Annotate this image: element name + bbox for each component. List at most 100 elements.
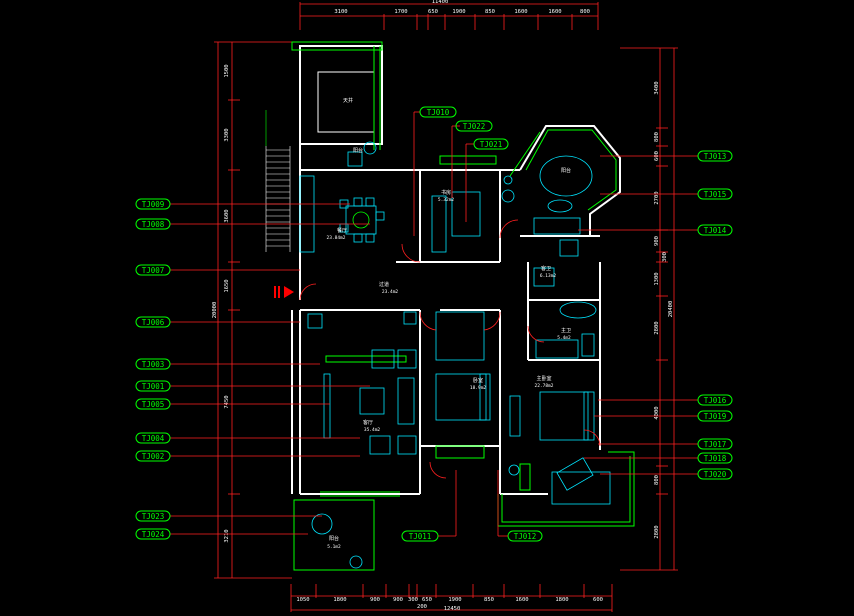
- bottom-dim-9: 1600: [515, 597, 528, 603]
- right-dim-7: 1300: [654, 272, 660, 285]
- tag-tj014: TJ014: [704, 226, 727, 235]
- room-area-hall: 23.4m2: [382, 289, 399, 295]
- bottom-dim-6: 650: [422, 597, 432, 603]
- right-dim-10: 800: [654, 475, 660, 485]
- leader-lines: [170, 111, 698, 536]
- room-name-bay: 阳台: [561, 167, 571, 174]
- tag-tj022: TJ022: [463, 122, 486, 131]
- bottom-dim-3: 900: [370, 597, 380, 603]
- tag-tj009: TJ009: [142, 200, 165, 209]
- top-dim-3: 650: [428, 9, 438, 15]
- right-dim-2: 800: [654, 132, 660, 142]
- bottom-overall-dim: 12450: [444, 606, 461, 612]
- top-dim-4: 1900: [452, 9, 465, 15]
- tag-tj019: TJ019: [704, 412, 727, 421]
- tag-tj010: TJ010: [427, 108, 450, 117]
- bottom-dimension-labels: 1050 1800 900 900 300 650 1900 850 1600 …: [296, 597, 603, 612]
- room-area-dining: 23.84m2: [327, 235, 346, 241]
- room-name-balcony-bottom: 阳台: [329, 535, 339, 542]
- bottom-dim-8: 850: [484, 597, 494, 603]
- room-name-dining: 餐厅: [337, 227, 347, 234]
- entry-arrow-icon: [274, 286, 294, 298]
- bottom-tag-bubbles: TJ011 TJ012: [401, 530, 543, 542]
- left-dim-2: 3300: [224, 128, 230, 141]
- right-dim-9: 4000: [654, 406, 660, 419]
- top-dim-5: 850: [485, 9, 495, 15]
- room-area-living: 35.4m2: [364, 427, 381, 433]
- tag-tj008: TJ008: [142, 220, 165, 229]
- top-dim-6: 1600: [514, 9, 527, 15]
- walls: [291, 45, 621, 495]
- bottom-dim-2: 1800: [333, 597, 346, 603]
- tag-tj012: TJ012: [514, 532, 537, 541]
- right-overall-dim: 20400: [668, 301, 674, 318]
- right-dim-8: 2800: [654, 321, 660, 334]
- dimension-lines: [214, 2, 678, 612]
- room-name-bath1: 客卫: [541, 265, 551, 272]
- tag-tj020: TJ020: [704, 470, 727, 479]
- top-dim-1: 3100: [334, 9, 347, 15]
- room-name-bed-main: 主卧室: [536, 375, 551, 382]
- room-name-balcony-top: 阳台: [353, 147, 363, 154]
- bottom-dim-7: 1900: [448, 597, 461, 603]
- right-dim-11: 2800: [654, 525, 660, 538]
- tag-tj011: TJ011: [409, 532, 432, 541]
- left-dimension-labels: 20000 1500 3300 3600 1650 7450 3210: [212, 64, 230, 542]
- left-dim-1: 1500: [224, 64, 230, 77]
- tag-tj006: TJ006: [142, 318, 165, 327]
- tag-tj021: TJ021: [480, 140, 503, 149]
- room-area-bed-main: 22.78m2: [535, 383, 554, 389]
- left-dim-6: 3210: [224, 529, 230, 542]
- top-dim-7: 1600: [548, 9, 561, 15]
- left-dim-4: 1650: [224, 279, 230, 292]
- tag-tj015: TJ015: [704, 190, 727, 199]
- bottom-dim-4: 900: [393, 597, 403, 603]
- tag-tj001: TJ001: [142, 382, 165, 391]
- bottom-dim-5: 300: [408, 597, 418, 603]
- left-tag-bubbles: TJ009 TJ008 TJ007 TJ006 TJ003 TJ001 TJ00…: [135, 198, 171, 540]
- left-overall-dim: 20000: [212, 302, 218, 319]
- tag-tj005: TJ005: [142, 400, 165, 409]
- furniture: [299, 141, 611, 569]
- bottom-dim-1: 1050: [296, 597, 309, 603]
- room-name-hall: 过道: [379, 281, 389, 288]
- room-area-bed2: 18.9m2: [470, 385, 487, 391]
- tag-tj016: TJ016: [704, 396, 727, 405]
- room-area-balcony-bottom: 5.1m2: [327, 544, 341, 550]
- right-dim-4: 2700: [654, 191, 660, 204]
- top-dim-8: 800: [580, 9, 590, 15]
- top-dimension-labels: 11400 3100 1700 650 1900 850 1600 1600 8…: [334, 0, 590, 15]
- bottom-dim-10: 1800: [555, 597, 568, 603]
- tag-tj017: TJ017: [704, 440, 727, 449]
- interior-tag-bubbles: TJ010 TJ022 TJ021: [419, 106, 509, 150]
- room-labels: 天井 阳台 书房 5.32m2 餐厅 23.84m2 过道 23.4m2 客厅 …: [327, 97, 572, 550]
- tag-tj023: TJ023: [142, 512, 165, 521]
- tag-tj004: TJ004: [142, 434, 165, 443]
- tag-tj007: TJ007: [142, 266, 165, 275]
- room-area-bath1: 6.13m2: [540, 273, 557, 279]
- bottom-dim-11: 600: [593, 597, 603, 603]
- left-dim-5: 7450: [224, 395, 230, 408]
- room-name-bath2: 主卫: [561, 327, 571, 334]
- right-tag-bubbles: TJ013 TJ015 TJ014 TJ016 TJ019 TJ017 TJ01…: [697, 150, 733, 480]
- tag-tj024: TJ024: [142, 530, 165, 539]
- room-name-bed2: 卧室: [473, 377, 483, 384]
- room-area-bath2: 5.4m2: [557, 335, 571, 341]
- tag-tj002: TJ002: [142, 452, 165, 461]
- tag-tj018: TJ018: [704, 454, 727, 463]
- room-name-sky: 天井: [343, 97, 353, 104]
- room-name-study: 书房: [441, 189, 451, 196]
- exterior-stairs: [265, 110, 291, 252]
- bottom-dim-sub: 200: [417, 604, 427, 610]
- room-name-living: 客厅: [363, 419, 373, 426]
- top-overall-dim: 11400: [432, 0, 449, 5]
- top-dim-2: 1700: [394, 9, 407, 15]
- right-dim-1: 3400: [654, 81, 660, 94]
- tag-tj013: TJ013: [704, 152, 727, 161]
- tag-tj003: TJ003: [142, 360, 165, 369]
- left-dim-3: 3600: [224, 209, 230, 222]
- right-dim-6: 300: [662, 252, 668, 262]
- right-dim-5: 900: [654, 236, 660, 246]
